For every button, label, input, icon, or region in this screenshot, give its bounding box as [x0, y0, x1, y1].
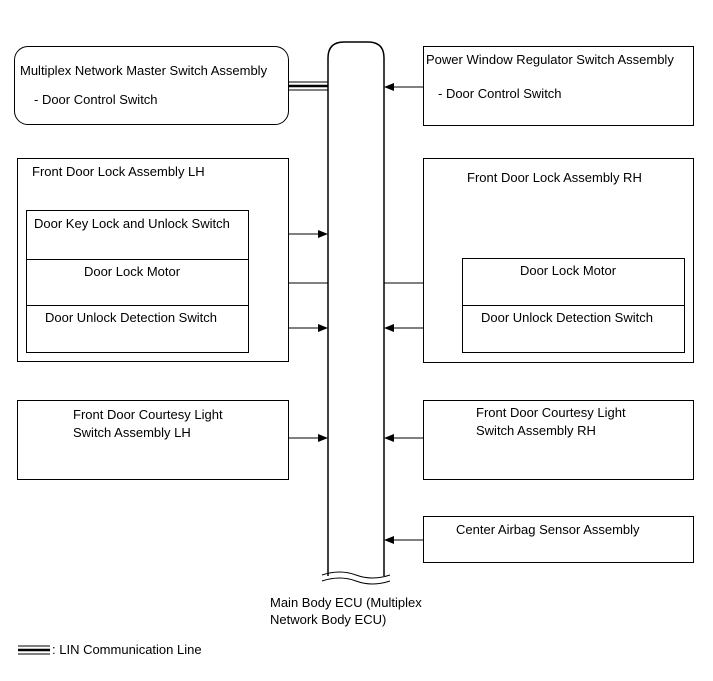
master-switch-title: Multiplex Network Master Switch Assembly — [20, 63, 268, 78]
courtesy-lh-box — [17, 400, 289, 480]
airbag-label: Center Airbag Sensor Assembly — [456, 522, 640, 537]
ecu-break-lower — [321, 577, 391, 585]
courtesy-rh-line2: Switch Assembly RH — [476, 423, 596, 438]
front-lock-lh-title: Front Door Lock Assembly LH — [32, 164, 205, 179]
rh-unlock-switch-label: Door Unlock Detection Switch — [481, 310, 653, 325]
master-switch-box — [14, 46, 289, 125]
ecu-bar — [327, 41, 385, 576]
lh-motor-label: Door Lock Motor — [83, 264, 181, 279]
lin-line-master — [289, 81, 328, 91]
lh-key-switch-label: Door Key Lock and Unlock Switch — [34, 216, 230, 231]
lh-key-switch-box — [26, 210, 249, 260]
airbag-box — [423, 516, 694, 563]
ecu-label-line1: Main Body ECU (Multiplex — [270, 595, 422, 610]
rh-unlock-switch-box — [462, 305, 685, 353]
lh-unlock-switch-box — [26, 305, 249, 353]
ecu-label-line2: Network Body ECU) — [270, 612, 387, 627]
ecu-break-upper — [321, 571, 391, 579]
legend-line-sample — [18, 645, 50, 655]
rh-motor-label: Door Lock Motor — [519, 263, 617, 278]
courtesy-lh-line2: Switch Assembly LH — [73, 425, 191, 440]
courtesy-rh-line1: Front Door Courtesy Light — [476, 405, 626, 420]
power-window-box — [423, 46, 694, 126]
courtesy-rh-box — [423, 400, 694, 480]
lh-unlock-switch-label: Door Unlock Detection Switch — [45, 310, 217, 325]
power-window-sub: - Door Control Switch — [438, 86, 562, 101]
power-window-title: Power Window Regulator Switch Assembly — [426, 52, 674, 67]
courtesy-lh-line1: Front Door Courtesy Light — [73, 407, 223, 422]
legend-text: : LIN Communication Line — [52, 642, 202, 657]
master-switch-sub: - Door Control Switch — [34, 92, 158, 107]
front-lock-rh-title: Front Door Lock Assembly RH — [467, 170, 642, 185]
